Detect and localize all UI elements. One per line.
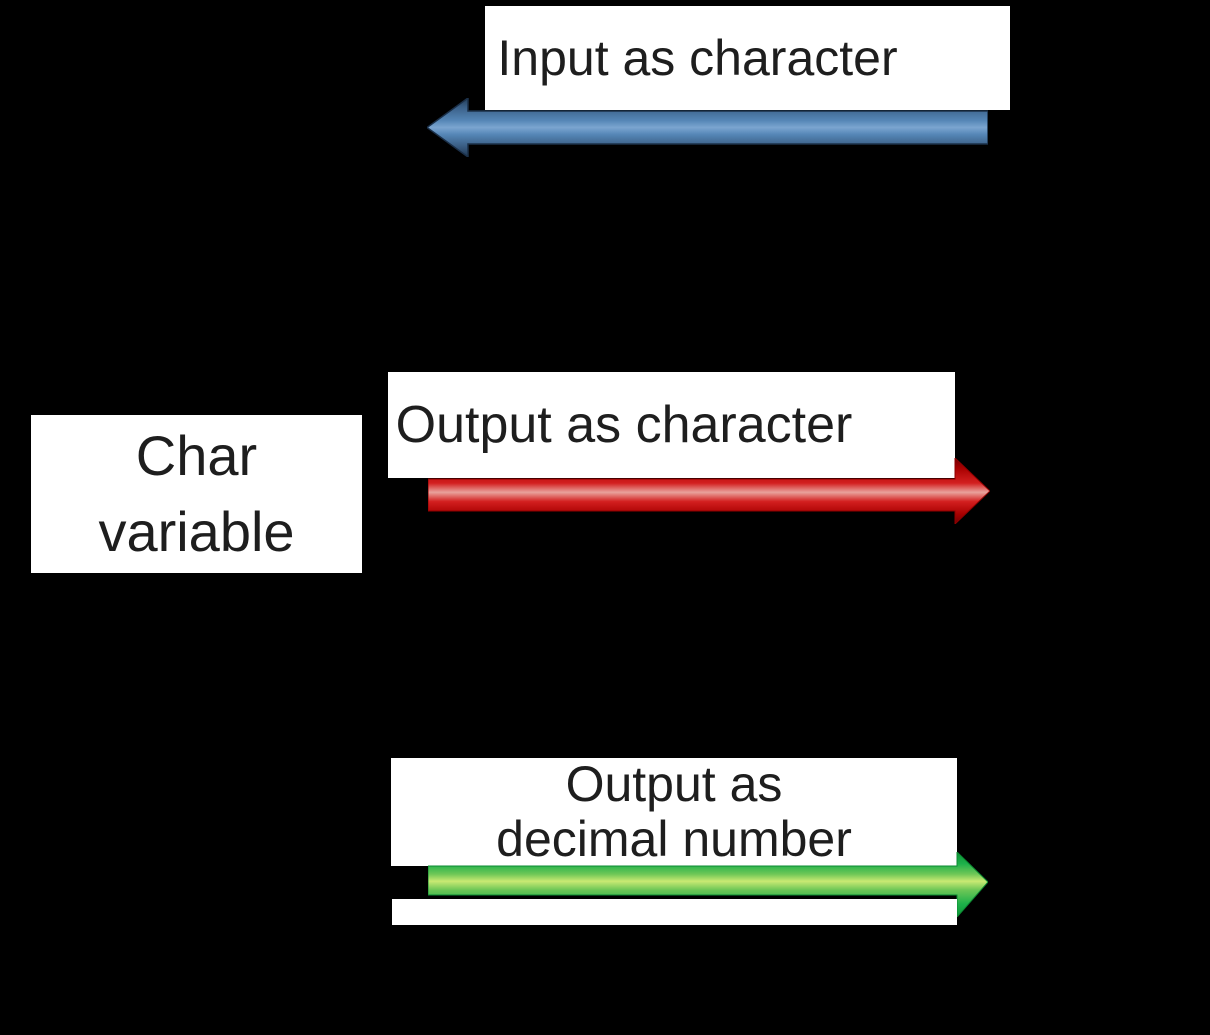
output-as-character-label: Output as character (395, 396, 853, 454)
output-character-arrow-right-icon (428, 458, 990, 524)
input-arrow-left-icon (427, 98, 988, 157)
output-character-arrow-shape (428, 458, 990, 524)
input-as-character-box: Input as character (485, 6, 1010, 110)
char-variable-label: Char variable (98, 418, 294, 570)
char-variable-line2: variable (98, 500, 295, 563)
output-as-decimal-label: Output as decimal number (496, 757, 852, 867)
white-strip (392, 899, 957, 925)
char-variable-box: Char variable (31, 415, 362, 573)
output-as-decimal-line2: decimal number (496, 811, 852, 867)
output-decimal-arrow-shape (428, 852, 988, 917)
output-as-decimal-box: Output as decimal number (391, 757, 957, 867)
output-as-character-box: Output as character (388, 372, 955, 478)
output-decimal-arrow-right-icon (428, 852, 988, 917)
input-as-character-label: Input as character (497, 30, 898, 86)
output-as-decimal-line1: Output as (565, 756, 783, 812)
char-variable-line1: Char (135, 424, 258, 487)
input-arrow-shape (427, 98, 988, 157)
